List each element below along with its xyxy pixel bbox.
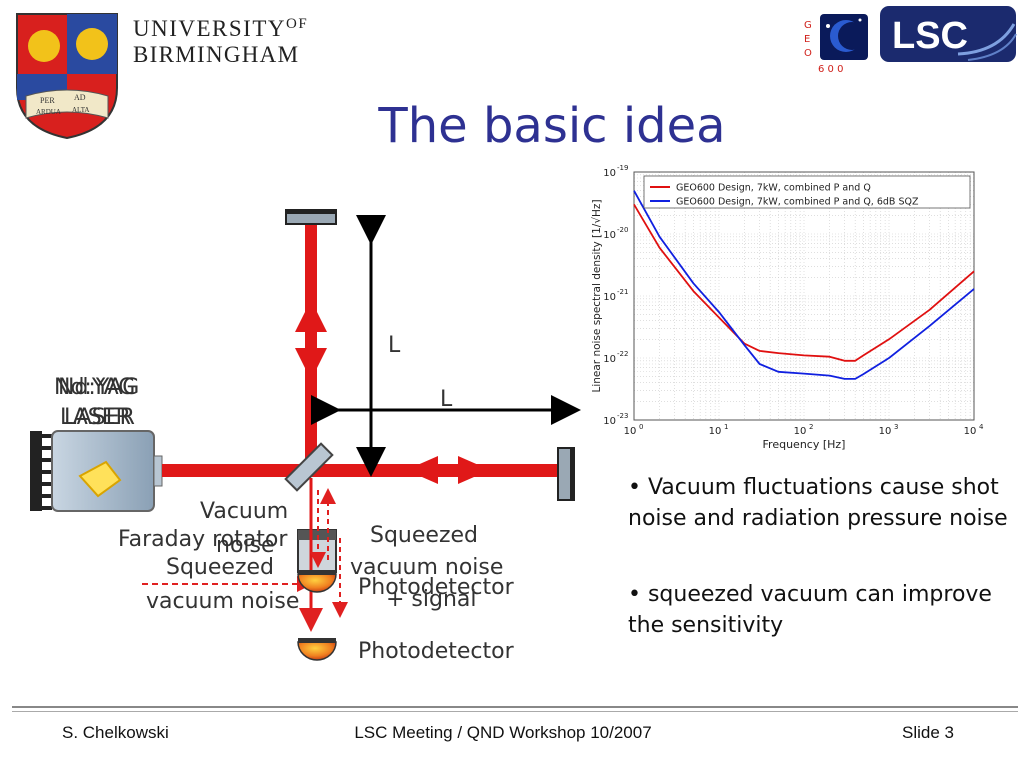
university-crest: PER AD ARDUA ALTA bbox=[16, 13, 118, 140]
footer-divider-thin bbox=[12, 711, 1018, 712]
geo-letter-o: O bbox=[804, 48, 812, 59]
chart-series bbox=[633, 190, 975, 380]
laser-beams bbox=[162, 222, 562, 484]
laser-label-ghost-b: LASER bbox=[60, 405, 131, 430]
photodetector-upper-label: Photodetector bbox=[358, 575, 515, 600]
squeezed-right-line1: Squeezed bbox=[370, 523, 478, 548]
lsc-logo-text: LSC bbox=[892, 15, 968, 57]
chart-legend: GEO600 Design, 7kW, combined P and Q GEO6… bbox=[643, 175, 971, 209]
chart-y-axis-label: Linear noise spectral density [1/√Hz] bbox=[591, 199, 603, 392]
arm-label-vertical: L bbox=[388, 333, 401, 358]
chart-x-tick-exponent: 1 bbox=[724, 423, 728, 431]
footer-divider bbox=[12, 706, 1018, 708]
legend-entry: GEO600 Design, 7kW, combined P and Q bbox=[676, 183, 871, 194]
chart-x-tick-label: 10 bbox=[624, 426, 637, 437]
bullet-vacuum-fluctuations: • Vacuum fluctuations cause shot noise a… bbox=[628, 475, 1008, 531]
crest-motto-3: ARDUA bbox=[36, 108, 61, 116]
legend-entry: GEO600 Design, 7kW, combined P and Q, 6d… bbox=[676, 197, 919, 208]
vacuum-noise-line2: noise bbox=[216, 533, 275, 558]
chart-x-tick-label: 10 bbox=[879, 426, 892, 437]
university-word: UNIVERSITY bbox=[133, 16, 286, 41]
chart-y-tick-exponent: -22 bbox=[617, 350, 628, 358]
chart-frame bbox=[633, 171, 975, 421]
laser-label-ghost-a: Nd:YAG bbox=[54, 375, 135, 400]
university-name-line2: BIRMINGHAM bbox=[133, 42, 300, 67]
chart-y-tick-exponent: -21 bbox=[617, 288, 628, 296]
vacuum-noise-line1: Vacuum bbox=[200, 499, 288, 524]
photodetector-lower bbox=[297, 641, 337, 661]
squeezed-left-line1: Squeezed bbox=[166, 555, 274, 580]
geo-letter-e: E bbox=[804, 34, 810, 45]
end-mirror-top bbox=[285, 209, 337, 225]
interferometer-diagram: Nd:YAG LASER Nd:YAG LASER L L Vacuum noi… bbox=[30, 209, 581, 664]
slide-title: The basic idea bbox=[378, 98, 726, 154]
crest-motto-1: PER bbox=[40, 96, 55, 105]
geo600-logo: G E O 6 0 0 bbox=[804, 14, 868, 74]
bullet-squeezed-vacuum: • squeezed vacuum can improve the sensit… bbox=[628, 582, 992, 638]
lsc-logo: LSC bbox=[880, 6, 1017, 62]
chart-x-tick-exponent: 2 bbox=[809, 423, 813, 431]
chart-y-tick-exponent: -19 bbox=[617, 164, 628, 172]
chart-y-tick-exponent: -20 bbox=[617, 226, 628, 234]
footer-slide-number: Slide 3 bbox=[902, 723, 954, 742]
chart-x-tick-exponent: 0 bbox=[639, 423, 643, 431]
signal-label: + signal bbox=[386, 587, 477, 612]
chart-y-tick-label: 10 bbox=[603, 354, 616, 365]
chart-x-axis-label: Frequency [Hz] bbox=[763, 438, 846, 451]
chart-y-tick-label: 10 bbox=[603, 168, 616, 179]
photodetector-lower-label: Photodetector bbox=[358, 639, 515, 664]
chart-y-tick-exponent: -23 bbox=[617, 412, 628, 420]
series-line-blue bbox=[633, 190, 975, 380]
crest-motto-4: ALTA bbox=[72, 106, 89, 114]
arm-label-horizontal: L bbox=[440, 387, 453, 412]
squeezed-right-line2: vacuum noise bbox=[350, 555, 503, 580]
chart-legend-box bbox=[643, 175, 971, 209]
crest-motto-2: AD bbox=[74, 93, 86, 102]
chart-x-tick-label: 10 bbox=[709, 426, 722, 437]
laser bbox=[30, 430, 163, 512]
chart-x-tick-label: 10 bbox=[964, 426, 977, 437]
footer-event: LSC Meeting / QND Workshop 10/2007 bbox=[354, 723, 652, 742]
geo-number: 6 0 0 bbox=[818, 64, 843, 74]
footer-author: S. Chelkowski bbox=[62, 723, 169, 742]
chart-x-tick-exponent: 4 bbox=[979, 423, 984, 431]
photodetector-upper bbox=[297, 573, 337, 593]
laser-label-a: Nd:YAG bbox=[58, 375, 139, 400]
chart-y-tick-label: 10 bbox=[603, 416, 616, 427]
faraday-rotator-label: Faraday rotator bbox=[118, 527, 288, 552]
chart-y-tick-label: 10 bbox=[603, 292, 616, 303]
laser-label-b: LASER bbox=[64, 405, 135, 430]
series-line-red bbox=[633, 203, 975, 362]
university-name-line1: UNIVERSITYOF bbox=[133, 16, 308, 42]
university-of: OF bbox=[286, 16, 309, 32]
end-mirror-right bbox=[557, 447, 575, 501]
geo-letter-g: G bbox=[804, 20, 812, 31]
chart-y-tick-label: 10 bbox=[603, 230, 616, 241]
chart-x-tick-label: 10 bbox=[794, 426, 807, 437]
squeezed-left-line2: vacuum noise bbox=[146, 589, 299, 614]
chart-x-tick-exponent: 3 bbox=[894, 423, 898, 431]
beam-splitter bbox=[284, 442, 334, 492]
